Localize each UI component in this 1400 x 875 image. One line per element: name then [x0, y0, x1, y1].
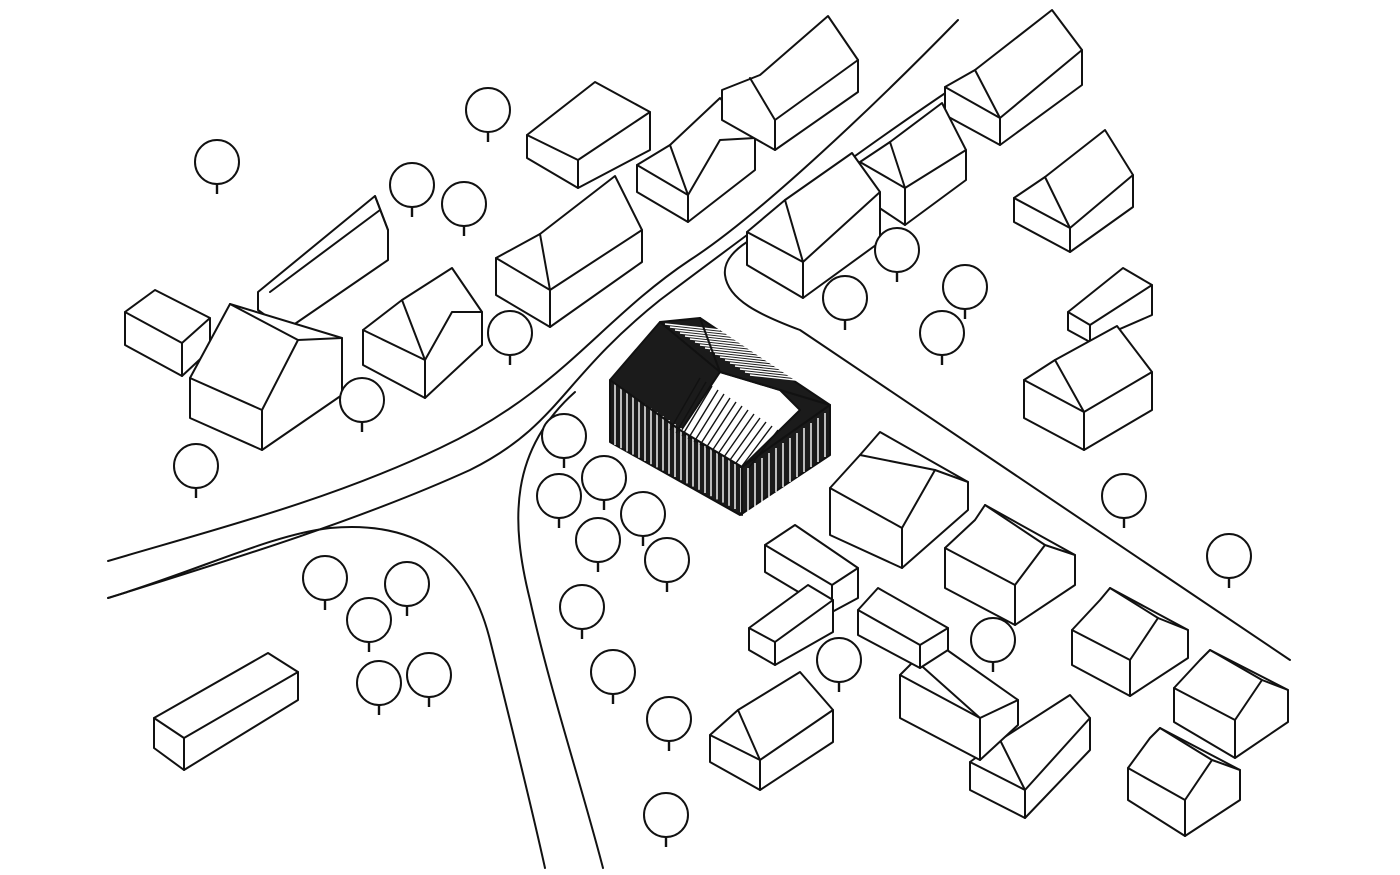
house-box-south-a	[764, 524, 859, 613]
tree	[575, 517, 621, 572]
house-gable-mid-west	[362, 267, 483, 399]
house-long-northwest	[257, 195, 389, 331]
house-box-south-b	[748, 584, 834, 666]
tree	[919, 310, 965, 365]
tree	[942, 264, 988, 319]
house-gable-south-6	[969, 694, 1091, 819]
tree	[970, 617, 1016, 672]
tree	[339, 377, 385, 432]
tree	[302, 555, 348, 610]
tree	[590, 649, 636, 704]
house-gable-south-5	[1127, 727, 1241, 837]
tree	[1206, 533, 1252, 588]
tree	[559, 584, 605, 639]
house-gable-south-3	[1071, 587, 1189, 697]
tree	[581, 455, 627, 510]
house-box-north	[526, 81, 651, 189]
house-gable-far-northeast	[944, 9, 1083, 146]
tree	[346, 597, 392, 652]
trees	[173, 87, 1252, 847]
house-gable-large-east	[746, 152, 881, 299]
dark-clad-building	[609, 317, 831, 516]
house-gable-south-west	[709, 671, 834, 791]
tree	[620, 491, 666, 546]
road-edge-main-upper	[107, 19, 959, 562]
house-box-right	[1067, 267, 1153, 343]
house-gable-large-west	[189, 303, 343, 451]
tree	[874, 227, 920, 282]
tree	[389, 162, 435, 217]
house-gable-north-top	[721, 15, 859, 151]
tree	[646, 696, 692, 751]
tree	[173, 443, 219, 498]
house-long-southwest	[153, 652, 299, 771]
tree	[536, 473, 582, 528]
house-gable-south-4	[1173, 649, 1289, 759]
tree	[194, 139, 240, 194]
house-gable-south-2	[944, 504, 1076, 626]
tree	[487, 310, 533, 365]
tree	[441, 181, 487, 236]
tree	[816, 637, 862, 692]
tree	[1101, 473, 1147, 528]
tree	[541, 413, 587, 468]
neighbor-houses	[124, 9, 1289, 837]
tree	[356, 660, 402, 715]
house-gable-right-middle	[1023, 325, 1153, 451]
house-box-south-c	[857, 587, 949, 669]
tree	[644, 537, 690, 592]
tree	[465, 87, 511, 142]
house-gable-long-center	[495, 175, 643, 328]
tree	[822, 275, 868, 330]
house-gable-right-upper	[1013, 129, 1134, 253]
tree	[384, 561, 430, 616]
house-gable-north-center	[636, 97, 756, 223]
road-edge-side-east	[517, 391, 604, 869]
dark-building-slats	[614, 323, 826, 513]
road-edge-side-west	[107, 526, 546, 869]
tree	[643, 792, 689, 847]
house-gable-south-1	[829, 431, 969, 569]
tree	[406, 652, 452, 707]
